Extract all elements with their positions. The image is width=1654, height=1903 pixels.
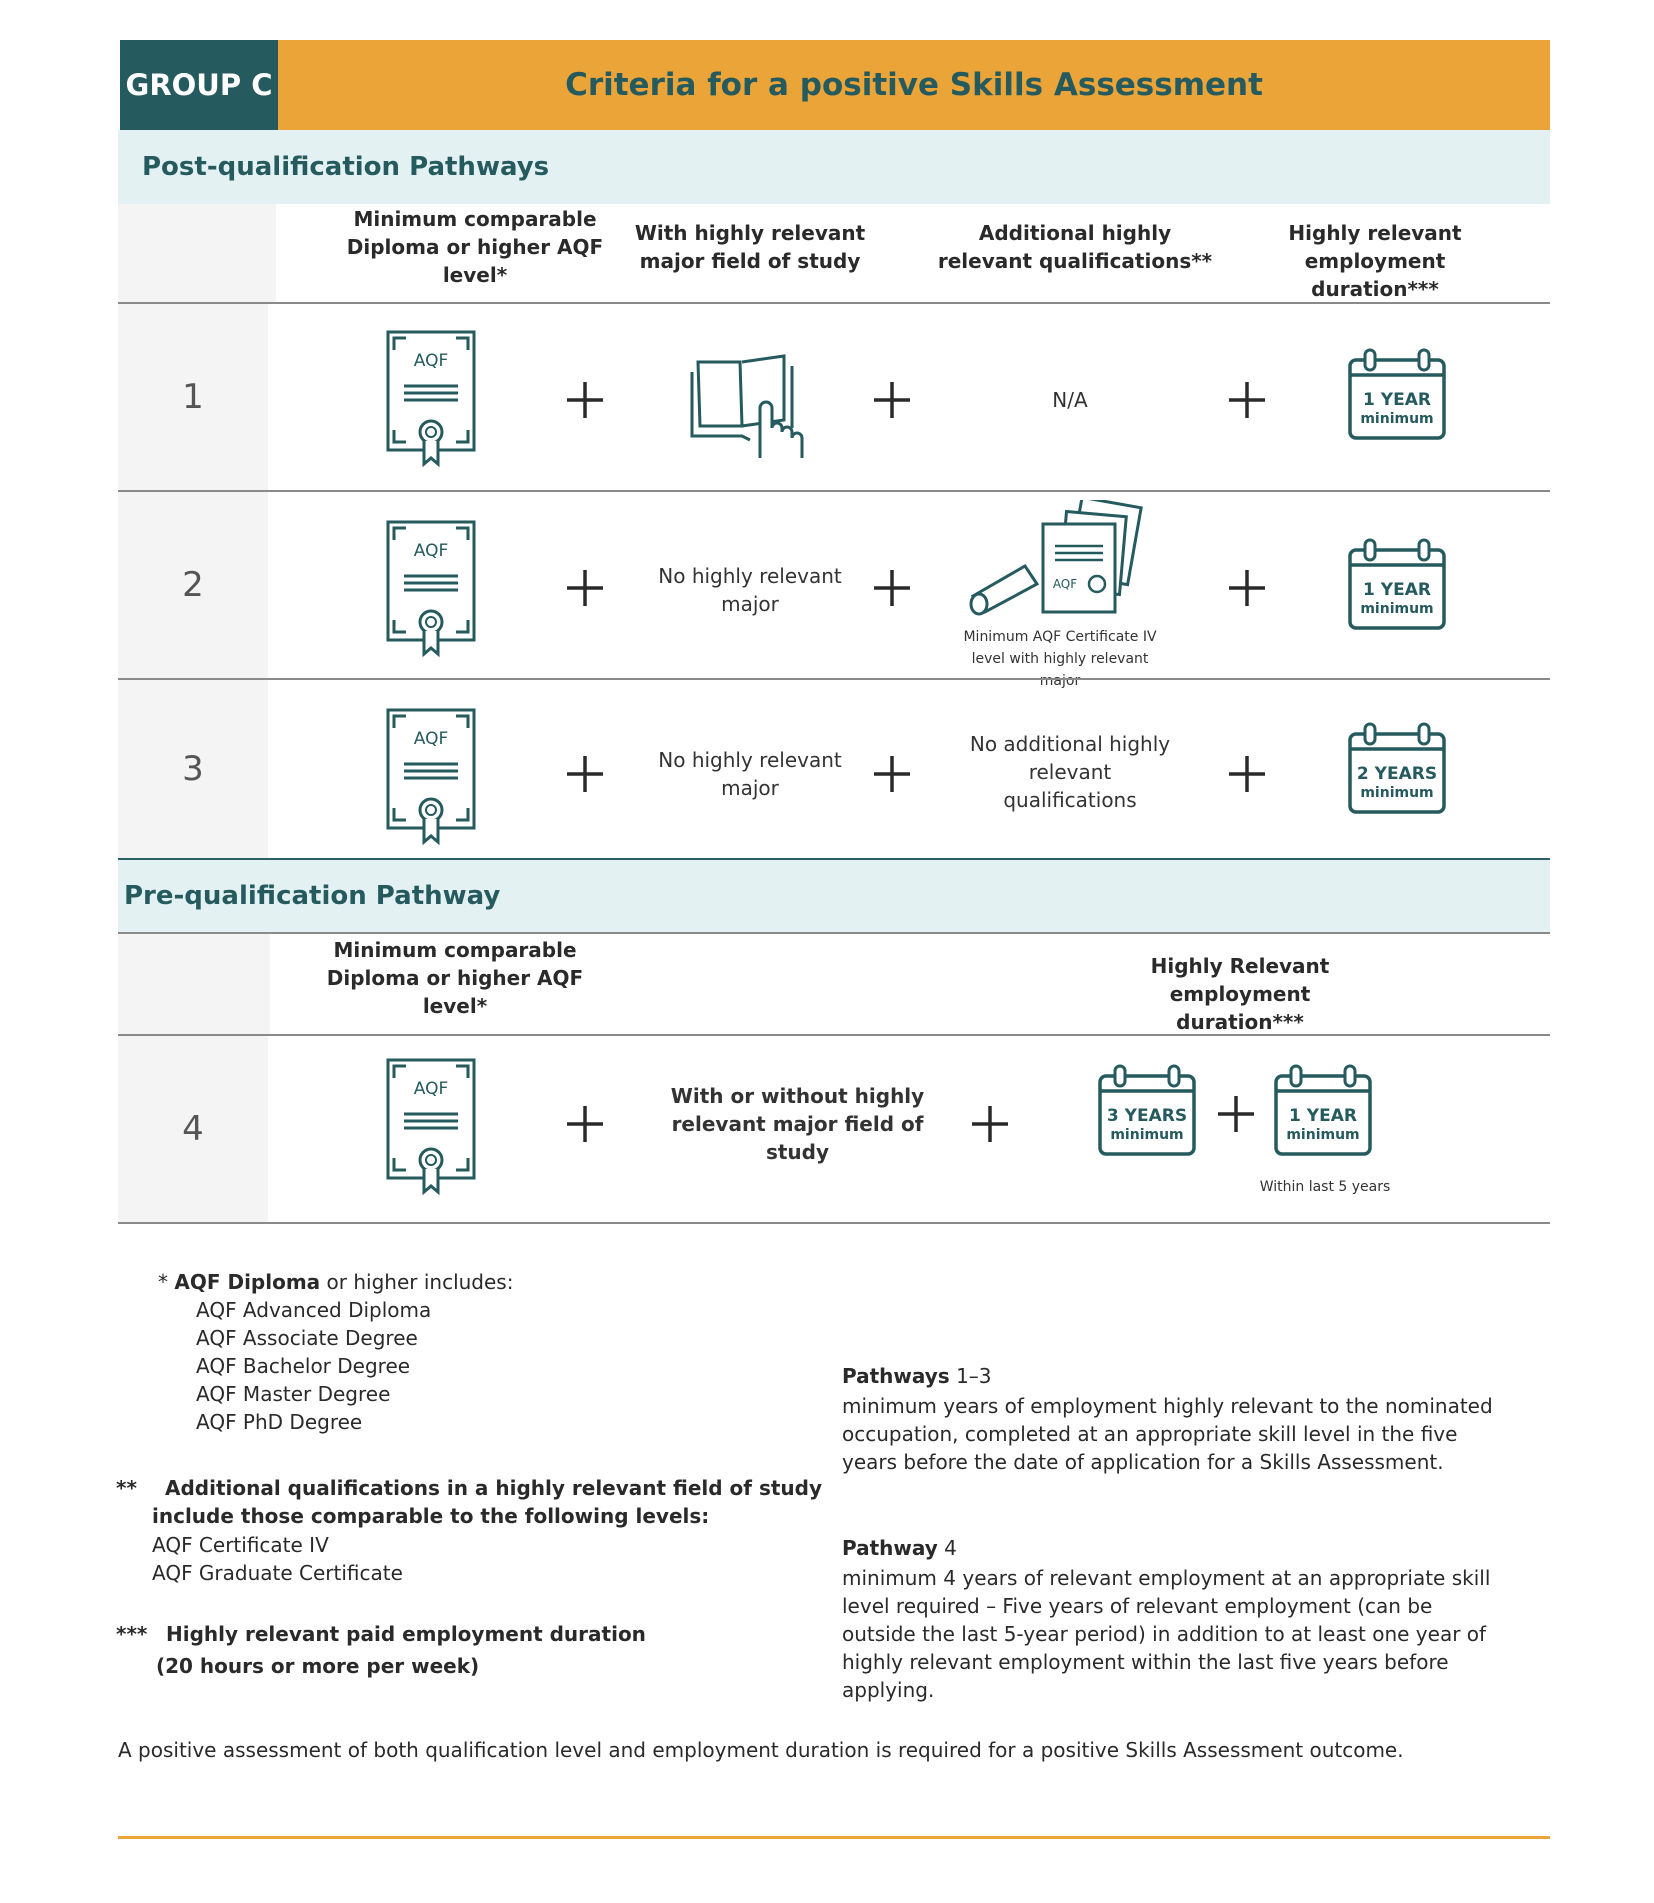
svg-text:1 YEAR: 1 YEAR — [1289, 1106, 1357, 1126]
svg-text:AQF: AQF — [414, 351, 449, 371]
col-header-min-diploma: Minimum comparable Diploma or higher AQF… — [326, 938, 584, 1018]
calendar-icon: 1 YEAR minimum — [1347, 538, 1447, 632]
footnote-employment-line1: Highly relevant paid employment duration — [166, 1622, 646, 1646]
col-header-major-field: With highly relevant major field of stud… — [634, 221, 866, 273]
plus-icon — [565, 568, 605, 608]
list-item: AQF Master Degree — [196, 1382, 391, 1406]
plus-icon — [872, 568, 912, 608]
footer-rule — [118, 1836, 1550, 1839]
col-header-additional-quals: Additional highly relevant qualification… — [937, 221, 1213, 273]
divider — [118, 1034, 1550, 1036]
calendar-icon: 3 YEARS minimum — [1097, 1064, 1197, 1158]
list-item: AQF Associate Degree — [196, 1326, 418, 1350]
no-additional-quals-text: No additional highly relevant qualificat… — [969, 732, 1171, 812]
svg-text:minimum: minimum — [1110, 1127, 1183, 1143]
post-section-heading: Post-qualification Pathways — [118, 130, 1550, 204]
svg-text:AQF: AQF — [1053, 577, 1077, 591]
col-header-employment-duration: Highly relevant employment duration*** — [1288, 221, 1462, 301]
within-last-5-years-caption: Within last 5 years — [1259, 1179, 1391, 1195]
page-title: Criteria for a positive Skills Assessmen… — [278, 40, 1550, 130]
divider — [118, 858, 1550, 860]
plus-icon — [1227, 754, 1267, 794]
aqf-certificate-icon: AQF — [386, 520, 476, 660]
certificates-and-scroll-icon: AQF — [969, 500, 1143, 616]
divider — [118, 678, 1550, 680]
plus-icon — [1227, 568, 1267, 608]
divider — [118, 302, 1550, 304]
header-row-stub — [118, 204, 276, 302]
col-header-employment-duration: Highly Relevant employment duration*** — [1150, 954, 1330, 1034]
divider — [118, 490, 1550, 492]
col-header-min-diploma: Minimum comparable Diploma or higher AQF… — [346, 207, 604, 287]
calendar-icon: 1 YEAR minimum — [1347, 348, 1447, 442]
footnote-aqf-diploma: * AQF Diploma or higher includes: — [158, 1268, 513, 1296]
footnote-marker: ** — [116, 1476, 137, 1500]
pathways-range: 1–3 — [949, 1364, 992, 1388]
open-book-pointing-hand-icon — [690, 354, 804, 458]
pathway-4-description: minimum 4 years of relevant employment a… — [842, 1566, 1491, 1702]
pathways-1-3-heading: Pathways 1–3 — [842, 1362, 992, 1390]
svg-text:1 YEAR: 1 YEAR — [1363, 580, 1431, 600]
pathway-number: 1 — [118, 304, 268, 490]
no-relevant-major-text: No highly relevant major — [658, 564, 842, 616]
svg-text:1 YEAR: 1 YEAR — [1363, 390, 1431, 410]
bottom-note: A positive assessment of both qualificat… — [118, 1738, 1404, 1762]
pathways-label: Pathways — [842, 1364, 950, 1388]
svg-text:AQF: AQF — [414, 1079, 449, 1099]
list-item: AQF Advanced Diploma — [196, 1298, 432, 1322]
footnote-bold-term: AQF Diploma — [174, 1270, 321, 1294]
plus-icon — [872, 380, 912, 420]
svg-text:2 YEARS: 2 YEARS — [1357, 764, 1437, 784]
svg-text:AQF: AQF — [414, 541, 449, 561]
pathway-4-heading: Pathway 4 — [842, 1534, 957, 1562]
calendar-icon: 1 YEAR minimum — [1273, 1064, 1373, 1158]
svg-text:3 YEARS: 3 YEARS — [1107, 1106, 1187, 1126]
divider — [118, 1222, 1550, 1224]
aqf-certificate-icon: AQF — [386, 708, 476, 848]
aqf-certificate-icon: AQF — [386, 330, 476, 470]
divider — [118, 932, 1550, 934]
svg-text:minimum: minimum — [1360, 411, 1433, 427]
cert-iv-caption: Minimum AQF Certificate IV level with hi… — [963, 629, 1157, 689]
no-relevant-major-text: No highly relevant major — [658, 748, 842, 800]
pathways-1-3-description: minimum years of employment highly relev… — [842, 1394, 1493, 1474]
plus-icon — [872, 754, 912, 794]
header-row-stub — [118, 934, 270, 1034]
footnote-marker: * — [158, 1270, 168, 1294]
svg-text:minimum: minimum — [1360, 601, 1433, 617]
pathway-number: 2 — [118, 492, 268, 678]
plus-icon — [565, 754, 605, 794]
pathway-label: Pathway — [842, 1536, 938, 1560]
footnote-additional-quals-line1: Additional qualifications in a highly re… — [165, 1476, 823, 1500]
with-or-without-major-text: With or without highly relevant major fi… — [670, 1084, 925, 1164]
plus-icon — [565, 1104, 605, 1144]
plus-icon — [970, 1104, 1010, 1144]
footnote-additional-quals-list: AQF Certificate IV AQF Graduate Certific… — [152, 1531, 403, 1587]
aqf-certificate-icon: AQF — [386, 1058, 476, 1198]
footnote-marker: *** — [116, 1622, 148, 1646]
pathway-number-text: 4 — [937, 1536, 957, 1560]
list-item: AQF Certificate IV — [152, 1533, 329, 1557]
not-applicable-text: N/A — [1052, 388, 1088, 412]
group-label: GROUP C — [120, 40, 278, 130]
plus-icon — [565, 380, 605, 420]
svg-text:AQF: AQF — [414, 729, 449, 749]
pre-section-heading: Pre-qualification Pathway — [118, 860, 1550, 932]
pathway-number: 4 — [118, 1036, 268, 1222]
pre-section-title: Pre-qualification Pathway — [124, 881, 501, 911]
svg-text:minimum: minimum — [1286, 1127, 1359, 1143]
footnote-text: or higher includes: — [320, 1270, 514, 1294]
pathway-number: 3 — [118, 680, 268, 858]
list-item: AQF PhD Degree — [196, 1410, 363, 1434]
plus-icon — [1227, 380, 1267, 420]
calendar-icon: 2 YEARS minimum — [1347, 722, 1447, 816]
footnote-additional-quals-line2: include those comparable to the followin… — [152, 1504, 710, 1528]
svg-text:minimum: minimum — [1360, 785, 1433, 801]
footnote-aqf-list: AQF Advanced Diploma AQF Associate Degre… — [196, 1296, 431, 1436]
plus-icon — [1216, 1094, 1256, 1134]
list-item: AQF Graduate Certificate — [152, 1561, 403, 1585]
list-item: AQF Bachelor Degree — [196, 1354, 411, 1378]
post-section-title: Post-qualification Pathways — [142, 152, 550, 182]
footnote-employment-line2: (20 hours or more per week) — [156, 1654, 480, 1678]
